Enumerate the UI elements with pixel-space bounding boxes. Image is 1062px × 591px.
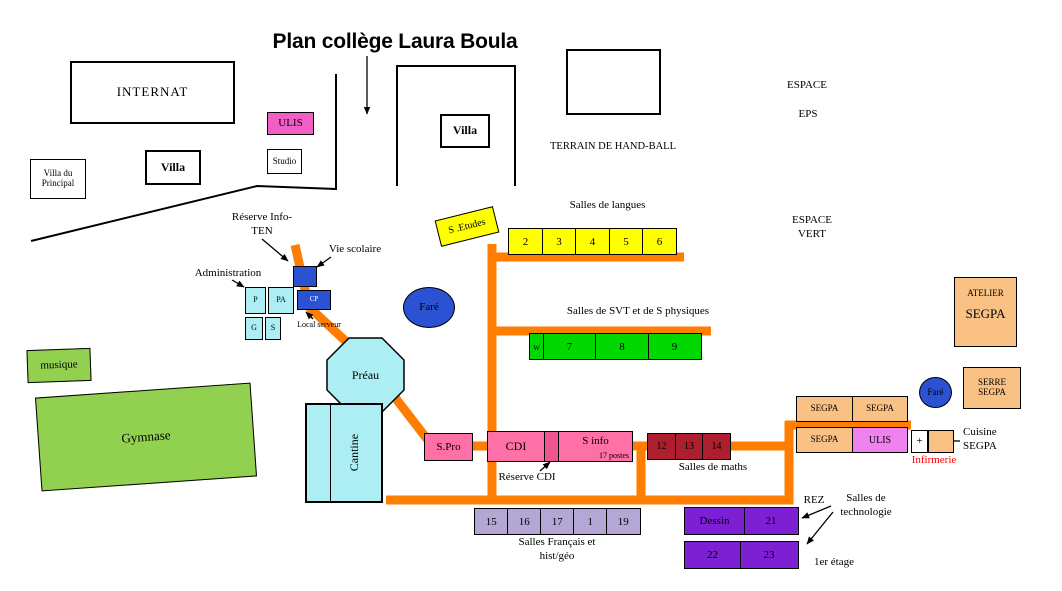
room-cell: 21 <box>743 507 799 535</box>
ulis-segpa-room: ULIS <box>852 427 908 453</box>
espace-label: ESPACE <box>787 79 827 91</box>
cp-building: CP <box>297 290 331 310</box>
espace-vert-label: ESPACE VERT <box>792 214 832 240</box>
svt-row: w 7 8 9 <box>529 333 702 360</box>
administration-arrow <box>231 279 245 288</box>
map-title: Plan collège Laura Boula <box>272 30 518 53</box>
techno-etage-row: 22 23 <box>684 541 799 569</box>
cantine-divider <box>330 405 331 501</box>
techno-rez-row: Dessin 21 <box>684 507 799 535</box>
room-cell: 2 <box>508 228 543 255</box>
cuisine-building <box>928 430 954 453</box>
francais-row: 15 16 17 1 19 <box>474 508 641 535</box>
segpa-room: SEGPA <box>796 427 853 453</box>
internat-building: INTERNAT <box>70 61 235 124</box>
room-cell: 16 <box>507 508 542 535</box>
cantine-label: Cantine <box>347 434 362 472</box>
sinfo-label: S info <box>582 435 609 447</box>
atelier-label: ATELIER <box>967 288 1004 298</box>
local-serveur-arrow <box>305 311 314 320</box>
atelier-segpa-label: SEGPA <box>965 305 1006 321</box>
musique-building: musique <box>26 347 92 384</box>
langues-title: Salles de langues <box>569 199 646 211</box>
handball-label: TERRAIN DE HAND-BALL <box>550 141 676 152</box>
sinfo-postes-label: 17 postes <box>599 451 629 460</box>
techno-etage-arrow <box>806 511 834 545</box>
room-cell: 1 <box>573 508 608 535</box>
villa-west-building: Villa <box>145 150 201 185</box>
segpa-room: SEGPA <box>796 396 853 422</box>
reserve-cdi-label: Réserve CDI <box>498 471 556 483</box>
vie-scolaire-arrow <box>316 256 332 268</box>
svt-title: Salles de SVT et de S physiques <box>566 305 710 317</box>
langues-row: 2 3 4 5 6 <box>508 228 677 255</box>
room-cell: 15 <box>474 508 509 535</box>
room-cell: 22 <box>684 541 741 569</box>
annotation-arrows <box>231 56 960 545</box>
sinfo-building: S info 17 postes <box>558 431 633 462</box>
segpa-room: SEGPA <box>852 396 908 422</box>
room-cell: 8 <box>595 333 649 360</box>
room-cell: 7 <box>542 333 597 360</box>
villa-north-enclosure <box>396 65 516 186</box>
techno-rez-arrow <box>801 505 832 519</box>
spro-building: S.Pro <box>424 433 473 461</box>
room-cell: 17 <box>540 508 575 535</box>
handball-court <box>566 49 661 115</box>
room-cell: 23 <box>739 541 799 569</box>
infirmerie-label: Infirmerie <box>911 454 957 466</box>
admin-room-pa: PA <box>268 287 294 314</box>
premier-etage-label: 1er étage <box>814 556 854 568</box>
studio-building: Studio <box>267 149 302 174</box>
vie-scolaire-building <box>293 266 317 287</box>
fare-center-building: Faré <box>403 287 455 328</box>
ulis-annex-building: ULIS <box>267 112 314 135</box>
local-serveur-label: Local serveur <box>297 320 341 329</box>
room-cell: 4 <box>575 228 610 255</box>
villa-principal-building: Villa du Principal <box>30 159 86 199</box>
francais-title: Salles Français et hist/géo <box>518 536 596 562</box>
room-cell: 3 <box>541 228 577 255</box>
gymnase-building: Gymnase <box>34 382 258 492</box>
cdi-row: CDI S info 17 postes <box>487 431 633 462</box>
room-cell: 13 <box>674 433 704 460</box>
rez-label: REZ <box>803 494 825 506</box>
administration-label: Administration <box>194 267 262 279</box>
eps-label: EPS <box>798 108 818 120</box>
admin-room-p: P <box>245 287 266 314</box>
room-cell: 14 <box>702 433 731 460</box>
cdi-building: CDI <box>487 431 545 462</box>
reserve-info-arrow <box>261 238 289 262</box>
admin-room-g: G <box>245 317 263 340</box>
reserve-info-ten-label: Réserve Info-TEN <box>231 211 293 237</box>
room-cell: 5 <box>608 228 644 255</box>
vie-scolaire-label: Vie scolaire <box>328 243 382 255</box>
room-cell: 6 <box>642 228 677 255</box>
maths-title: Salles de maths <box>678 461 748 473</box>
cantine-building: Cantine <box>305 403 383 503</box>
atelier-segpa-building: ATELIER SEGPA <box>954 277 1017 347</box>
room-cell: 19 <box>606 508 641 535</box>
room-cell: 9 <box>647 333 702 360</box>
admin-room-s: S <box>265 317 281 340</box>
cuisine-segpa-label: Cuisine SEGPA <box>963 426 997 452</box>
technologie-label: Salles de technologie <box>840 492 892 518</box>
boundary-road <box>30 184 337 242</box>
villa-north-building: Villa <box>440 114 490 148</box>
maths-row: 12 13 14 <box>647 433 731 460</box>
infirmerie-building: + <box>911 430 928 453</box>
serre-segpa-building: SERRE SEGPA <box>963 367 1021 409</box>
reserve-cdi-arrow <box>539 461 551 472</box>
roads-and-outlines <box>30 65 516 242</box>
dessin-room: Dessin <box>684 507 745 535</box>
room-cell: 12 <box>647 433 676 460</box>
preau-label: Préau <box>351 368 380 382</box>
fare-east-building: Faré <box>919 377 952 408</box>
